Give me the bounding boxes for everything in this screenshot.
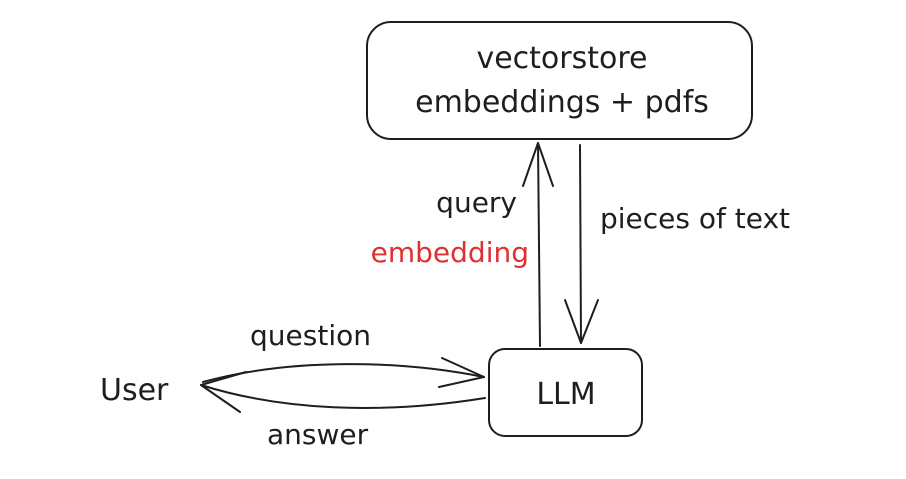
vectorstore-box <box>366 21 753 140</box>
user-label: User <box>100 373 169 408</box>
vectorstore-node: vectorstore embeddings + pdfs <box>366 21 753 140</box>
embedding-label: embedding <box>371 236 529 269</box>
answer-arrow-head <box>200 371 247 413</box>
pieces-of-text-label: pieces of text <box>600 202 790 235</box>
query-embedding-arrow <box>522 142 554 347</box>
answer-arrow-shaft <box>200 384 486 409</box>
query-arrow-head <box>522 142 554 187</box>
pieces-arrow-shaft <box>579 144 582 344</box>
vectorstore-title: vectorstore <box>476 41 647 76</box>
pieces-of-text-arrow <box>564 144 599 344</box>
llm-node: LLM <box>488 348 643 437</box>
pieces-arrow-head <box>564 299 599 344</box>
answer-label: answer <box>267 418 369 451</box>
llm-label: LLM <box>536 377 595 412</box>
question-arrow-head <box>438 357 485 388</box>
answer-arrow <box>200 371 486 413</box>
vectorstore-subtitle: embeddings + pdfs <box>415 85 709 120</box>
query-label: query <box>436 186 517 219</box>
question-label: question <box>250 319 371 352</box>
llm-box <box>488 348 643 437</box>
query-arrow-shaft <box>537 142 541 347</box>
